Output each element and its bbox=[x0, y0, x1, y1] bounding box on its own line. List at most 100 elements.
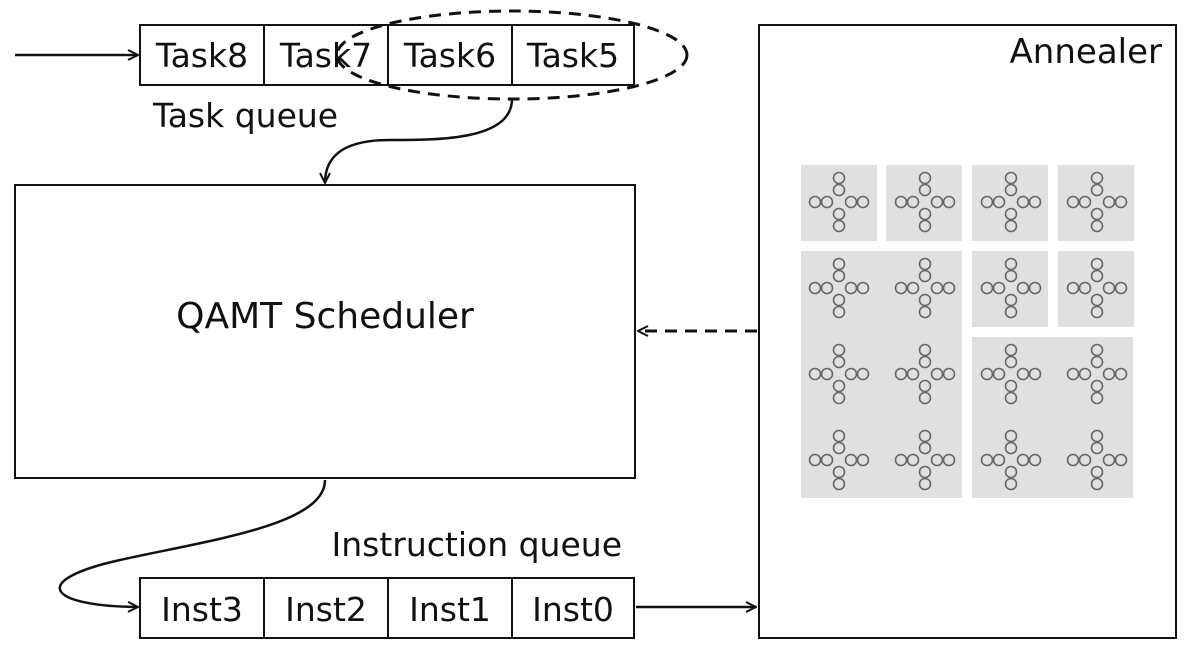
qubit-node bbox=[808, 195, 822, 209]
qubit-unit-cell bbox=[980, 257, 1042, 319]
region-r1c2 bbox=[972, 251, 1048, 327]
qubit-node bbox=[844, 453, 858, 467]
instruction-queue-label: Instruction queue bbox=[332, 525, 623, 564]
qubit-node bbox=[832, 355, 846, 369]
qubit-node bbox=[942, 195, 956, 209]
qubit-node bbox=[1016, 453, 1030, 467]
allocation-regions bbox=[801, 165, 1134, 498]
qubit-node bbox=[992, 281, 1006, 295]
qubit-node bbox=[832, 293, 846, 307]
qubit-unit-cell bbox=[894, 171, 956, 233]
qubit-node bbox=[930, 367, 944, 381]
qubit-node bbox=[832, 171, 846, 185]
qubit-node bbox=[808, 453, 822, 467]
qubit-node bbox=[1066, 453, 1080, 467]
qubit-node bbox=[1078, 367, 1092, 381]
inst-label-1: Inst2 bbox=[285, 590, 367, 629]
qubit-node bbox=[1090, 355, 1104, 369]
qubit-node bbox=[832, 343, 846, 357]
qubit-node bbox=[918, 305, 932, 319]
qubit-node bbox=[832, 219, 846, 233]
qubit-node bbox=[832, 257, 846, 271]
qubit-node bbox=[1090, 257, 1104, 271]
qubit-unit-cell bbox=[1066, 171, 1128, 233]
qubit-node bbox=[1078, 281, 1092, 295]
scheduler-label: QAMT Scheduler bbox=[176, 296, 474, 337]
inst-cell-3 bbox=[511, 577, 635, 639]
qubit-unit-cell bbox=[980, 171, 1042, 233]
qubit-node bbox=[980, 367, 994, 381]
qubit-node bbox=[918, 257, 932, 271]
annealer-label: Annealer bbox=[1010, 32, 1162, 72]
qubit-node bbox=[820, 281, 834, 295]
qubit-node bbox=[1102, 281, 1116, 295]
qubit-unit-cell bbox=[808, 257, 870, 319]
qubit-node bbox=[918, 379, 932, 393]
qubit-node bbox=[918, 269, 932, 283]
qubit-node bbox=[832, 183, 846, 197]
task-label-3: Task5 bbox=[526, 36, 619, 75]
qubit-node bbox=[918, 391, 932, 405]
qubit-node bbox=[844, 195, 858, 209]
inst-label-2: Inst1 bbox=[409, 590, 491, 629]
qubit-node bbox=[1028, 367, 1042, 381]
region-r1c3 bbox=[1058, 251, 1134, 327]
qubit-node bbox=[844, 281, 858, 295]
task-cell-3 bbox=[511, 24, 635, 86]
qubit-node bbox=[942, 453, 956, 467]
qubit-node bbox=[1102, 453, 1116, 467]
qubit-node bbox=[930, 281, 944, 295]
qubit-node bbox=[1004, 269, 1018, 283]
qubit-node bbox=[844, 367, 858, 381]
qubit-node bbox=[980, 195, 994, 209]
qubit-unit-cell bbox=[1066, 257, 1128, 319]
qubit-node bbox=[1004, 391, 1018, 405]
task-label-0: Task8 bbox=[155, 36, 248, 75]
qubit-node bbox=[832, 207, 846, 221]
qubit-node bbox=[832, 477, 846, 491]
qubit-node bbox=[1090, 343, 1104, 357]
qubit-node bbox=[1090, 429, 1104, 443]
qubit-unit-cell bbox=[1066, 343, 1128, 405]
task-to-scheduler-arrow bbox=[325, 98, 514, 183]
qubit-node bbox=[832, 379, 846, 393]
qubit-node bbox=[832, 465, 846, 479]
qubit-node bbox=[832, 441, 846, 455]
qubit-node bbox=[832, 269, 846, 283]
qubit-node bbox=[820, 195, 834, 209]
region-r0c1 bbox=[886, 165, 962, 241]
qubit-node bbox=[1066, 281, 1080, 295]
qubit-node bbox=[1016, 195, 1030, 209]
qubit-node bbox=[1028, 453, 1042, 467]
qubit-node bbox=[894, 195, 908, 209]
qubit-node bbox=[1090, 477, 1104, 491]
qubit-node bbox=[820, 367, 834, 381]
task-queue: Task8 Task7 Task6 Task5 bbox=[139, 24, 635, 86]
qubit-node bbox=[1114, 195, 1128, 209]
qubit-node bbox=[1102, 367, 1116, 381]
qubit-unit-cell bbox=[894, 429, 956, 491]
qubit-node bbox=[918, 477, 932, 491]
qubit-unit-cell bbox=[808, 429, 870, 491]
qubit-node bbox=[808, 281, 822, 295]
qubit-node bbox=[1004, 305, 1018, 319]
inst-cell-2 bbox=[387, 577, 513, 639]
qubit-node bbox=[1004, 219, 1018, 233]
qubit-node bbox=[1004, 293, 1018, 307]
qubit-node bbox=[906, 195, 920, 209]
qubit-node bbox=[1004, 379, 1018, 393]
qubit-node bbox=[918, 207, 932, 221]
qubit-node bbox=[918, 219, 932, 233]
qubit-node bbox=[918, 293, 932, 307]
qubit-node bbox=[1102, 195, 1116, 209]
qubit-node bbox=[918, 355, 932, 369]
qubit-unit-cell bbox=[808, 343, 870, 405]
qubit-node bbox=[894, 367, 908, 381]
qubit-node bbox=[808, 367, 822, 381]
qubit-node bbox=[820, 453, 834, 467]
qubit-node bbox=[906, 281, 920, 295]
qubit-node bbox=[1004, 441, 1018, 455]
qubit-node bbox=[1090, 219, 1104, 233]
qubit-node bbox=[1114, 367, 1128, 381]
